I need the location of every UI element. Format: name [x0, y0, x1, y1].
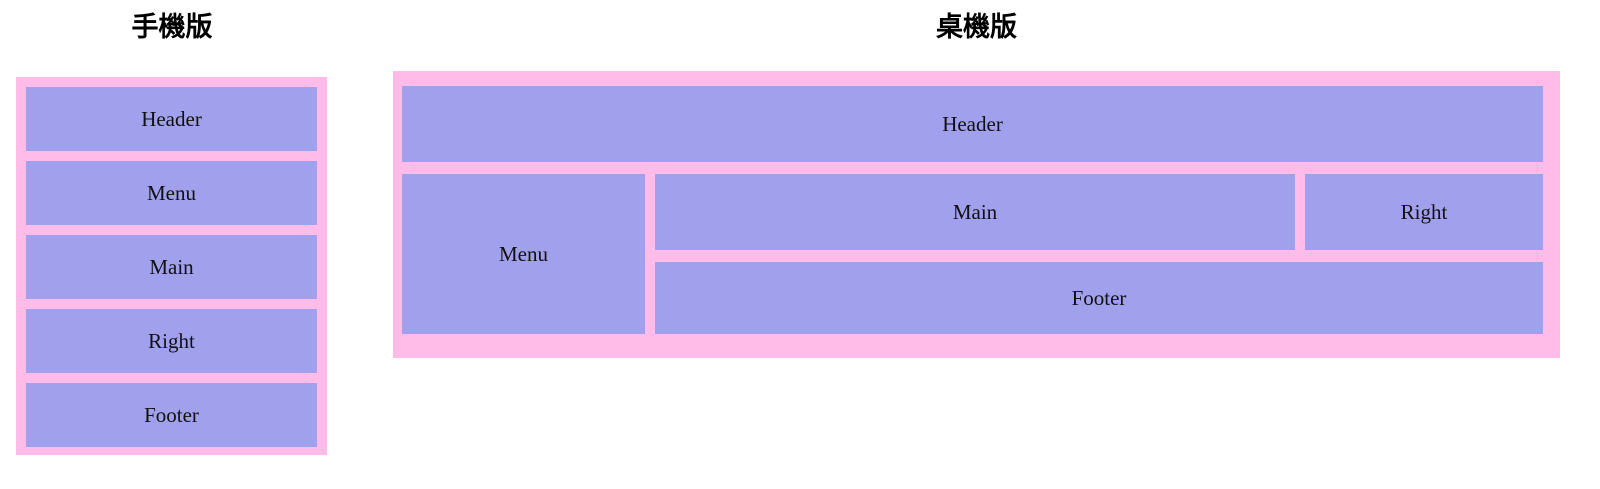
mobile-region-footer: Footer — [26, 383, 317, 447]
desktop-region-right: Right — [1305, 174, 1543, 250]
mobile-heading: 手機版 — [131, 12, 213, 43]
desktop-region-main: Main — [655, 174, 1295, 250]
desktop-heading: 桌機版 — [936, 12, 1017, 43]
desktop-region-header: Header — [402, 86, 1543, 162]
mobile-region-menu: Menu — [26, 161, 317, 225]
desktop-region-menu: Menu — [402, 174, 645, 334]
desktop-region-footer: Footer — [655, 262, 1543, 334]
mobile-region-header: Header — [26, 87, 317, 151]
mobile-layout-frame: Header Menu Main Right Footer — [16, 77, 327, 455]
mobile-region-main: Main — [26, 235, 317, 299]
mobile-region-right: Right — [26, 309, 317, 373]
desktop-layout-frame: Header Menu Main Right Footer — [393, 71, 1560, 358]
